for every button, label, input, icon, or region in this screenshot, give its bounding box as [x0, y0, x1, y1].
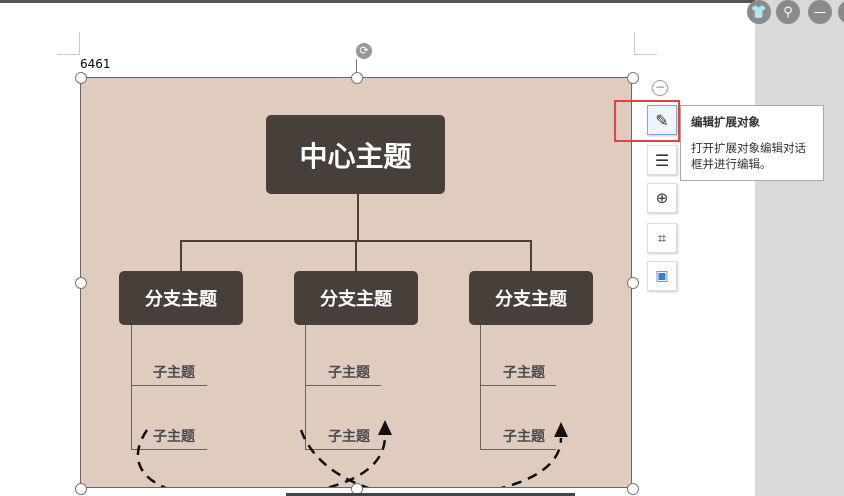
picture-icon: ▣	[655, 268, 669, 284]
sub-connector	[131, 385, 207, 386]
page-corner-mark	[634, 32, 657, 55]
object-label: 6461	[80, 57, 111, 71]
page-corner-mark	[57, 32, 80, 55]
tooltip-description: 打开扩展对象编辑对话框并进行编辑。	[691, 141, 806, 171]
text-wrap-button[interactable]: ☰	[647, 145, 677, 175]
highlight-box	[614, 100, 680, 142]
edit-icon: ✎	[655, 110, 669, 130]
sub-connector	[305, 325, 306, 450]
sub-topic: 子主题	[328, 365, 370, 381]
sub-connector	[131, 449, 207, 450]
connector	[357, 194, 359, 242]
shirt-icon[interactable]: 👕	[747, 0, 771, 24]
resize-handle[interactable]	[75, 277, 87, 289]
sub-connector	[480, 325, 481, 450]
edit-extension-object-button[interactable]: ✎	[647, 105, 677, 135]
sub-topic: 子主题	[153, 365, 195, 381]
dashed-arrow	[299, 429, 563, 487]
resize-handle[interactable]	[351, 72, 363, 84]
sub-connector	[480, 385, 556, 386]
zoom-in-icon: ⊕	[655, 189, 669, 207]
branch-topic: 分支主题	[469, 271, 593, 325]
horizontal-scrollbar[interactable]	[286, 493, 575, 496]
sub-connector	[131, 325, 132, 450]
crop-icon: ⌗	[657, 229, 667, 247]
sub-topic: 子主题	[503, 365, 545, 381]
arrow-head	[554, 422, 568, 437]
connector	[355, 240, 357, 272]
change-picture-button[interactable]: ▣	[647, 261, 677, 291]
resize-handle[interactable]	[627, 483, 639, 495]
text-wrap-icon: ☰	[654, 150, 670, 170]
sub-topic: 子主题	[153, 429, 195, 445]
tooltip: 编辑扩展对象 打开扩展对象编辑对话框并进行编辑。	[680, 105, 824, 181]
rotate-stem	[356, 59, 357, 77]
sub-connector	[480, 449, 556, 450]
sub-topic: 子主题	[328, 429, 370, 445]
central-topic: 中心主题	[266, 115, 445, 194]
rotate-handle-icon[interactable]: ⟳	[356, 43, 372, 59]
workspace-background	[755, 0, 844, 496]
resize-handle[interactable]	[627, 277, 639, 289]
dashed-arrow	[136, 429, 387, 487]
top-toolbar-edge	[0, 0, 844, 3]
mindmap-image[interactable]: 中心主题 分支主题 分支主题 分支主题 子主题 子主题 子主题 子主题 子主题 …	[80, 77, 632, 488]
sub-topic: 子主题	[503, 429, 545, 445]
dashed-arrows	[136, 420, 568, 487]
minimize-icon[interactable]: —	[808, 0, 832, 24]
tooltip-title: 编辑扩展对象	[691, 115, 760, 129]
window-button[interactable]	[838, 0, 844, 24]
resize-handle[interactable]	[75, 72, 87, 84]
zoom-in-button[interactable]: ⊕	[647, 183, 677, 213]
resize-handle[interactable]	[627, 72, 639, 84]
arrow-head	[378, 420, 392, 435]
branch-topic: 分支主题	[119, 271, 243, 325]
crop-button[interactable]: ⌗	[647, 223, 677, 253]
connector	[530, 240, 532, 272]
branch-topic: 分支主题	[294, 271, 418, 325]
collapse-icon[interactable]: −	[652, 80, 668, 96]
sub-connector	[305, 385, 381, 386]
resize-handle[interactable]	[75, 483, 87, 495]
sub-connector	[305, 449, 381, 450]
connector	[180, 240, 182, 272]
pin-icon[interactable]: ⚲	[776, 0, 800, 24]
